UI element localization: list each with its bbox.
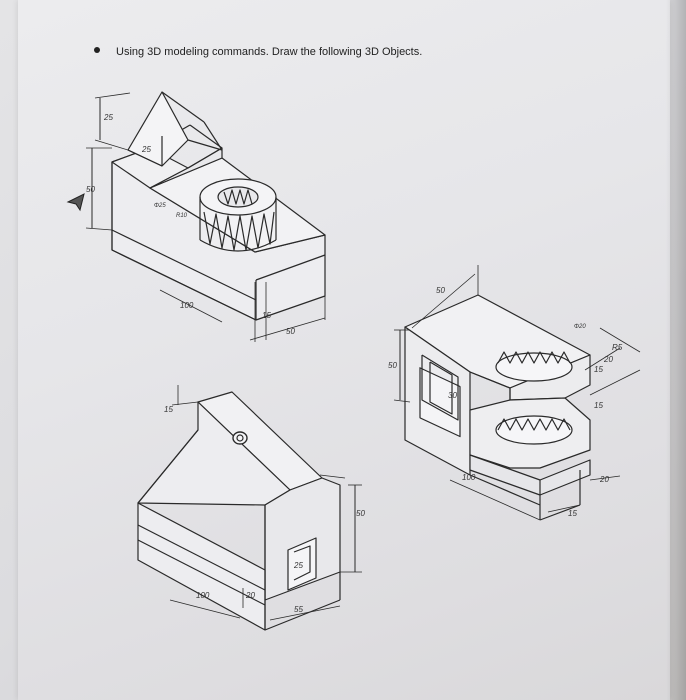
fig1-dim-height: 50	[86, 185, 95, 194]
figure1-drawing	[85, 91, 326, 342]
fig2-dim-base-height: 15	[594, 401, 603, 410]
instruction-text: Using 3D modeling commands. Draw the fol…	[116, 46, 423, 58]
fig3-dim-width: 55	[294, 605, 303, 614]
figure2-drawing	[393, 265, 641, 521]
fig1-dim-depth: 50	[286, 327, 295, 336]
fig1-dim-radius: R10	[176, 213, 188, 219]
page-edge-shadow	[666, 0, 686, 700]
fig3-dim-height: 50	[356, 509, 365, 518]
figure3-drawing	[137, 385, 362, 631]
fig2-dim-top-length: 50	[436, 286, 445, 295]
bullet-icon	[94, 47, 100, 53]
fig2-dim-diameter: Φ20	[574, 324, 586, 330]
fig3-dim-opening: 25	[293, 561, 303, 570]
fig3-dim-length: 100	[196, 591, 210, 600]
fig1-dim-slot-width: 25	[141, 145, 151, 154]
fig2-dim-side: 15	[568, 509, 577, 518]
fig1-dim-diameter: Φ25	[154, 203, 166, 209]
fig2-dim-r1: R5	[612, 343, 623, 352]
arrow-pointer-icon	[66, 192, 88, 219]
fig2-dim-r2: 15	[594, 365, 603, 374]
fig2-dim-height: 50	[388, 361, 397, 370]
fig1-dim-length: 100	[180, 301, 194, 310]
fig1-dim-small-height: 15	[262, 311, 271, 320]
fig3-dim-base-height: 20	[245, 591, 255, 600]
fig1-dim-top-height: 25	[103, 113, 113, 122]
fig2-dim-length: 100	[462, 473, 476, 482]
fig2-dim-slot-height: 30	[448, 391, 457, 400]
fig3-dim-top-height: 15	[164, 405, 173, 414]
fig2-dim-width: 20	[599, 475, 609, 484]
fig2-dim-r3: 20	[603, 355, 613, 364]
